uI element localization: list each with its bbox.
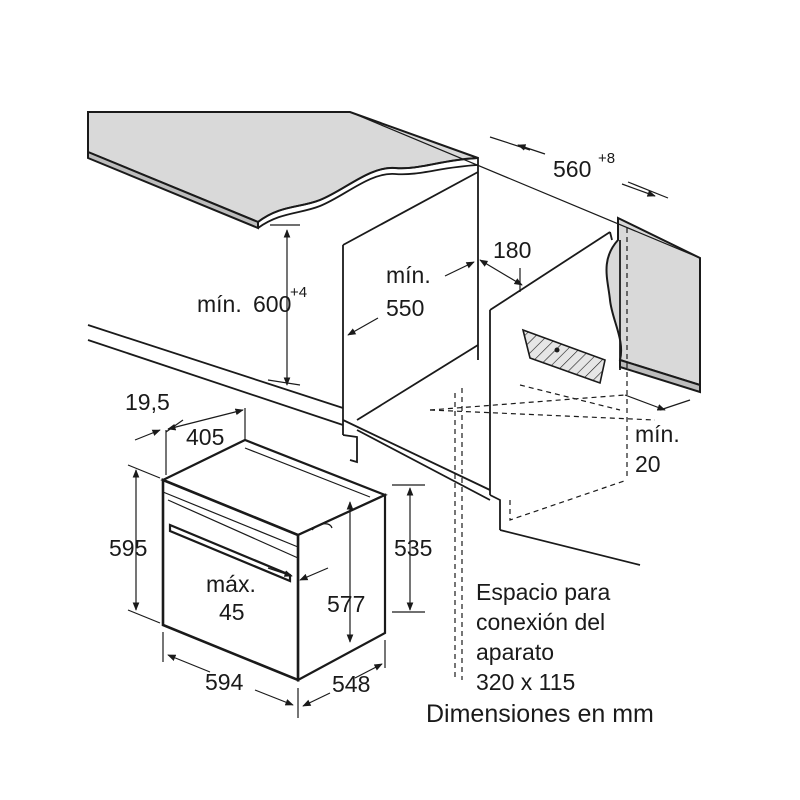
dim-handle-offset: máx. 45 <box>206 567 329 625</box>
dim-door-depth-value: 405 <box>186 424 224 450</box>
dim-total-height: 595 <box>109 464 161 624</box>
dim-min-height-value: 600 <box>253 291 291 317</box>
cabinet-floor <box>342 344 491 501</box>
connection-point-icon <box>554 347 560 353</box>
note-line-3: aparato <box>476 639 554 665</box>
units-note: Dimensiones en mm <box>426 700 654 728</box>
cabinet-left-panel <box>87 165 479 464</box>
dim-counter-depth-tolerance: +8 <box>598 150 615 167</box>
dim-inner-height-value: 577 <box>327 591 365 617</box>
countertop-left <box>87 111 479 230</box>
connection-space-note: Espacio para conexión del aparato 320 x … <box>476 579 610 695</box>
dim-total-width-value: 594 <box>205 669 244 695</box>
hidden-lines <box>429 228 656 680</box>
dim-counter-depth: 560 +8 <box>489 136 669 199</box>
dim-total-height-value: 595 <box>109 535 147 561</box>
dim-counter-depth-value: 560 <box>553 156 591 182</box>
dim-side-gap-line2: 20 <box>635 451 661 477</box>
oven-latch <box>311 523 333 531</box>
dim-rear-gap: 180 <box>479 237 531 292</box>
dim-total-depth-value: 548 <box>332 671 370 697</box>
dim-body-height: 535 <box>392 484 432 613</box>
dim-min-width-line1: mín. <box>386 262 431 288</box>
oven-handle <box>168 523 292 583</box>
dim-min-height: mín. 600 +4 <box>197 224 307 386</box>
oven <box>160 438 388 682</box>
dim-inner-height: 577 <box>327 501 365 643</box>
dim-side-gap: mín. 20 <box>624 394 691 477</box>
dim-side-gap-line1: mín. <box>635 421 680 447</box>
note-line-4: 320 x 115 <box>476 669 575 695</box>
dim-min-width: mín. 550 <box>347 261 475 336</box>
dim-panel-thickness-value: 19,5 <box>125 389 170 415</box>
dim-body-height-value: 535 <box>394 535 432 561</box>
dim-panel-and-door: 19,5 405 <box>125 389 246 475</box>
dim-handle-offset-line2: 45 <box>219 599 245 625</box>
dim-total-depth: 548 <box>302 640 386 707</box>
dim-handle-offset-line1: máx. <box>206 571 256 597</box>
note-line-2: conexión del <box>476 609 605 635</box>
dim-min-height-tolerance: +4 <box>290 284 307 301</box>
wall-line <box>349 111 701 259</box>
cabinet-right-panel <box>489 231 641 566</box>
note-line-1: Espacio para <box>476 579 610 605</box>
dim-min-width-line2: 550 <box>386 295 424 321</box>
connection-space-box <box>521 328 606 385</box>
dim-min-height-prefix: mín. <box>197 291 242 317</box>
dim-rear-gap-value: 180 <box>493 237 531 263</box>
dim-total-width: 594 <box>162 632 299 718</box>
